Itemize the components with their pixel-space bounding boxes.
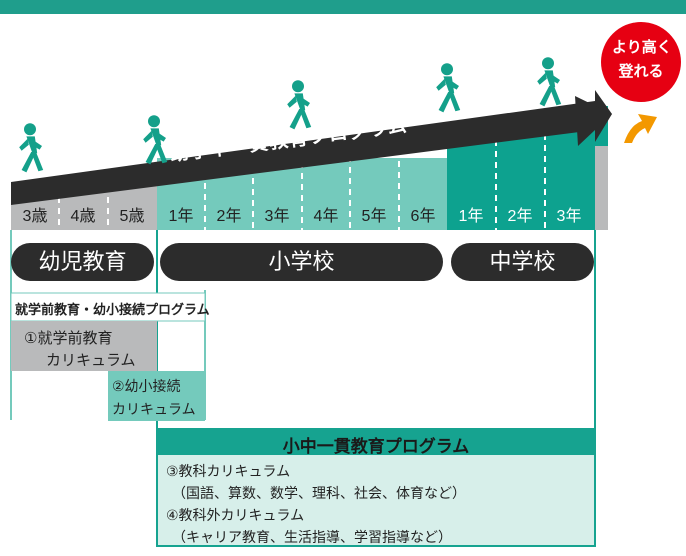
stage-preschool: 幼児教育 bbox=[11, 243, 154, 281]
integrated-item-3-detail: （国語、算数、数学、理科、社会、体育など） bbox=[172, 485, 466, 501]
grade-label-jh1: 1年 bbox=[458, 208, 484, 225]
grade-dividers bbox=[58, 134, 546, 230]
up-arrow-icon bbox=[624, 114, 657, 143]
grade-label-elem2: 2年 bbox=[216, 208, 242, 225]
program-arrow-head bbox=[575, 96, 612, 146]
grade-label-elem6: 6年 bbox=[410, 208, 436, 225]
connection-curriculum-line2: カリキュラム bbox=[112, 401, 196, 417]
integrated-item-4-detail: （キャリア教育、生活指導、学習指導など） bbox=[172, 529, 452, 545]
preschool-curriculum-line2: カリキュラム bbox=[46, 352, 136, 369]
walker-figure-4 bbox=[436, 63, 461, 113]
preschool-program-heading: 就学前教育・幼小接続プログラム bbox=[15, 302, 210, 317]
badge-line-1: より高く bbox=[612, 39, 672, 56]
grade-label-jh3: 3年 bbox=[556, 208, 582, 225]
grade-label-age5: 5歳 bbox=[119, 208, 145, 225]
integrated-program-heading-bg bbox=[157, 428, 595, 454]
connection-curriculum-line1: ②幼小接続 bbox=[112, 378, 181, 394]
walker-figure-2 bbox=[143, 115, 168, 165]
grade-label-age3: 3歳 bbox=[22, 208, 48, 225]
grade-label-elem1: 1年 bbox=[168, 208, 194, 225]
grade-label-elem5: 5年 bbox=[361, 208, 387, 225]
integrated-item-3: ③教科カリキュラム bbox=[166, 463, 291, 479]
preschool-curriculum-box bbox=[11, 321, 157, 371]
stage-elementary: 小学校 bbox=[160, 243, 443, 281]
walker-figure-5 bbox=[537, 57, 562, 107]
preschool-curriculum-line1: ①就学前教育 bbox=[24, 330, 113, 347]
preschool-program-heading-bg bbox=[10, 292, 206, 322]
top-bar bbox=[0, 0, 686, 14]
connection-curriculum-box bbox=[108, 371, 205, 421]
integrated-program-heading: 小中一貫教育プログラム bbox=[282, 437, 470, 456]
grade-label-elem3: 3年 bbox=[264, 208, 290, 225]
integrated-item-4: ④教科外カリキュラム bbox=[166, 507, 305, 523]
program-arrow bbox=[11, 90, 612, 205]
integrated-program-body bbox=[156, 453, 596, 547]
badge-line-2: 登れる bbox=[618, 63, 664, 80]
walker-figure-1 bbox=[19, 123, 44, 173]
grade-label-jh2: 2年 bbox=[507, 208, 533, 225]
grade-label-elem4: 4年 bbox=[313, 208, 339, 225]
grade-label-age4: 4歳 bbox=[70, 208, 96, 225]
stage-junior-high: 中学校 bbox=[451, 243, 594, 281]
badge-circle bbox=[601, 22, 681, 102]
